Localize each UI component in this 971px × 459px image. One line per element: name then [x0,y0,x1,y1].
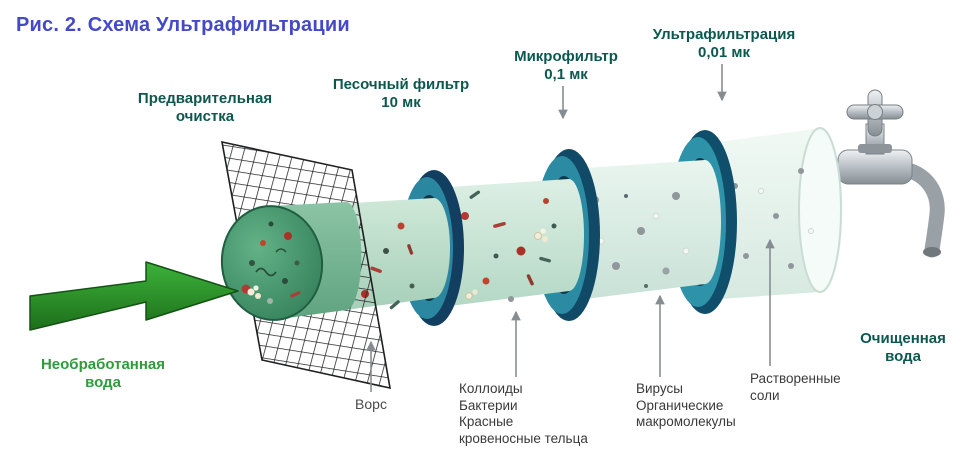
figure-title: Рис. 2. Схема Ультрафильтрации [16,14,350,36]
pipe-front-face [220,202,362,321]
pipe-stage-ultrafiltration [705,127,842,300]
lint-label: Ворс [355,396,387,412]
clean-water-label: Очищенная вода [860,330,946,365]
salts-label: Растворенные соли [750,371,841,403]
faucet-icon [837,89,945,258]
colloids-label: Коллоиды Бактерии Красные кровеносные те… [459,381,588,447]
leader-arrows [366,64,775,392]
particles-face [241,221,301,304]
raw-water-label: Необработанная вода [40,356,166,391]
sand-filter-label: Песочный фильтр 10 мк [332,76,470,111]
microfilter-label: Микрофильтр 0,1 мк [514,48,618,83]
inflow-arrow-icon [29,261,239,331]
viruses-label: Вирусы Органические макромолекулы [636,381,736,430]
pretreatment-label: Предварительная очистка [137,90,273,125]
ultrafiltration-label: Ультрафильтрация 0,01 мк [652,26,796,61]
